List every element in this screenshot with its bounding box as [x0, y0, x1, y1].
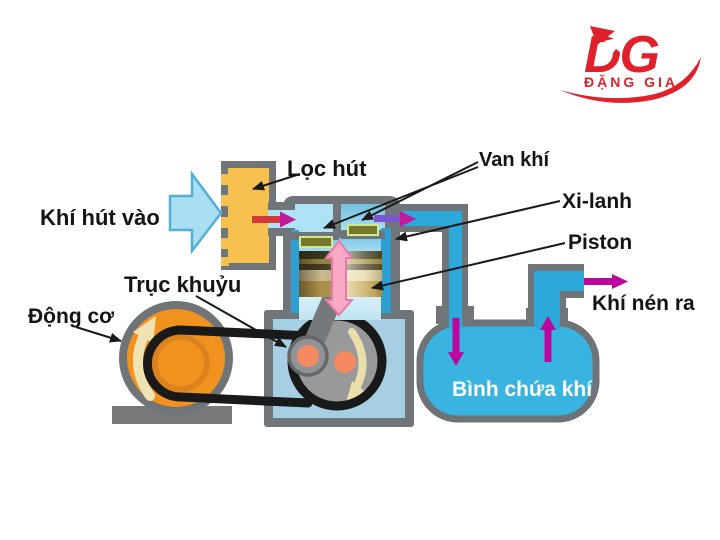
belt-top-run: [176, 325, 315, 341]
logo-swoosh: [560, 57, 701, 103]
motor-rotation-arrowhead: [133, 316, 156, 343]
air-tank: Bình chứa khí: [416, 319, 600, 423]
filter-vent: [221, 195, 229, 206]
wall-right-outer: [391, 228, 400, 313]
suction-valve-plate: [299, 236, 333, 248]
arrow-head: [448, 352, 464, 366]
intake-arrow: [168, 170, 223, 255]
label-air-out: Khí nén ra: [592, 292, 695, 315]
crank-rotation-arrowhead: [346, 381, 366, 403]
arrow-shaft: [584, 278, 612, 285]
wall-left-outer: [283, 230, 291, 313]
belt-bottom-run: [176, 392, 313, 408]
head-chamber-left: [293, 204, 333, 234]
suction-filter: [221, 161, 276, 270]
tank-body: [416, 319, 600, 423]
tank-label: Bình chứa khí: [452, 378, 593, 401]
cylinder-assembly: [268, 196, 400, 377]
company-logo: DG ĐẶNG GIA: [560, 26, 701, 103]
crank-pin-left: [297, 345, 319, 367]
outlet-pipe: [526, 264, 628, 362]
pipe-v-inner: [449, 211, 462, 330]
leader-piston: [371, 242, 566, 291]
leader-valve-right: [361, 161, 479, 221]
leader-lines: [75, 161, 566, 348]
arrow-shaft: [452, 318, 460, 352]
motor-rotation-arrow: [132, 327, 155, 401]
filter-vent: [221, 174, 229, 185]
flow-arrow-air-out: [584, 274, 628, 289]
motor-base: [112, 406, 232, 424]
filter-vent: [221, 238, 229, 249]
label-intake: Khí hút vào: [40, 205, 160, 230]
piston-motion-arrow: [323, 239, 355, 317]
wall-right-liner: [381, 228, 391, 313]
leader-cylinder: [395, 200, 561, 242]
filter-vent: [221, 257, 229, 266]
flow-arrow-into-tank: [448, 318, 464, 366]
crank-pin-right: [334, 351, 356, 373]
label-motor: Động cơ: [28, 305, 114, 328]
flow-arrow-head-to-pipe: [374, 211, 416, 227]
arrow-head: [612, 274, 628, 289]
arrow-shaft: [252, 216, 280, 223]
filter-vent: [221, 217, 229, 228]
motor-assembly: [112, 301, 233, 424]
filter-vents: [221, 174, 229, 266]
label-crankshaft: Trục khuỷu: [124, 272, 241, 297]
label-piston: Piston: [568, 231, 632, 254]
label-filter: Lọc hút: [287, 156, 367, 181]
logo-arrow-cutout: [598, 37, 622, 63]
arrow-shaft: [374, 215, 400, 222]
wall-left-liner: [291, 230, 299, 313]
logo-company-name: ĐẶNG GIA: [584, 74, 678, 90]
arrow-head: [540, 316, 556, 330]
discharge-valve-plate: [347, 224, 379, 236]
leader-valve-left: [323, 166, 479, 229]
diagram-labels: Khí hút vào Lọc hút Van khí Xi-lanh Pist…: [28, 149, 695, 328]
filter-element: [228, 168, 269, 263]
arrow-shaft: [544, 330, 552, 362]
flow-arrow-out-of-tank: [540, 316, 556, 362]
leader-filter: [252, 173, 301, 191]
arrow-head: [400, 211, 416, 227]
leader-crankshaft: [195, 295, 287, 348]
belt-pulley-loop: [143, 325, 186, 402]
leader-motor: [75, 326, 122, 343]
intake-arrow-shape: [168, 170, 223, 255]
logo-arrow-tip: [590, 26, 615, 45]
flow-arrow-filter-to-head: [252, 211, 296, 228]
motor-pulley: [152, 334, 210, 392]
arrow-head: [280, 211, 296, 228]
label-cylinder: Xi-lanh: [562, 190, 632, 213]
label-valve: Van khí: [479, 149, 550, 171]
